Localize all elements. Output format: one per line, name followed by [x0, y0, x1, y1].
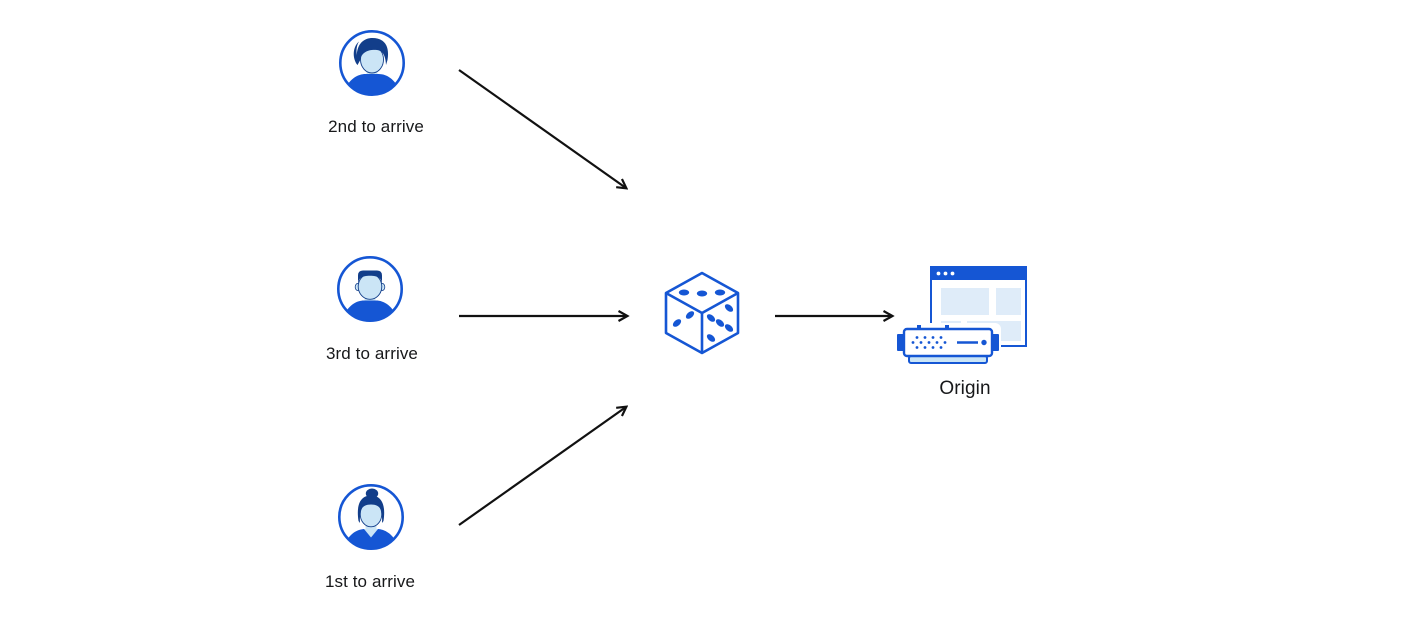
edge-user-top-to-dice — [458, 69, 626, 188]
user-top-label: 2nd to arrive — [328, 117, 424, 136]
user-middle-label: 3rd to arrive — [325, 344, 418, 363]
origin-label: Origin — [939, 378, 991, 399]
edge-user-bottom-to-dice — [458, 407, 626, 526]
avatar-woman-bun-icon — [338, 484, 404, 550]
origin-server-browser-icon — [895, 266, 1027, 366]
dice-icon — [664, 271, 740, 355]
avatar-man-quiff-icon — [339, 30, 405, 96]
user-bottom-label: 1st to arrive — [324, 572, 416, 591]
avatar-man-flattop-icon — [337, 256, 403, 322]
